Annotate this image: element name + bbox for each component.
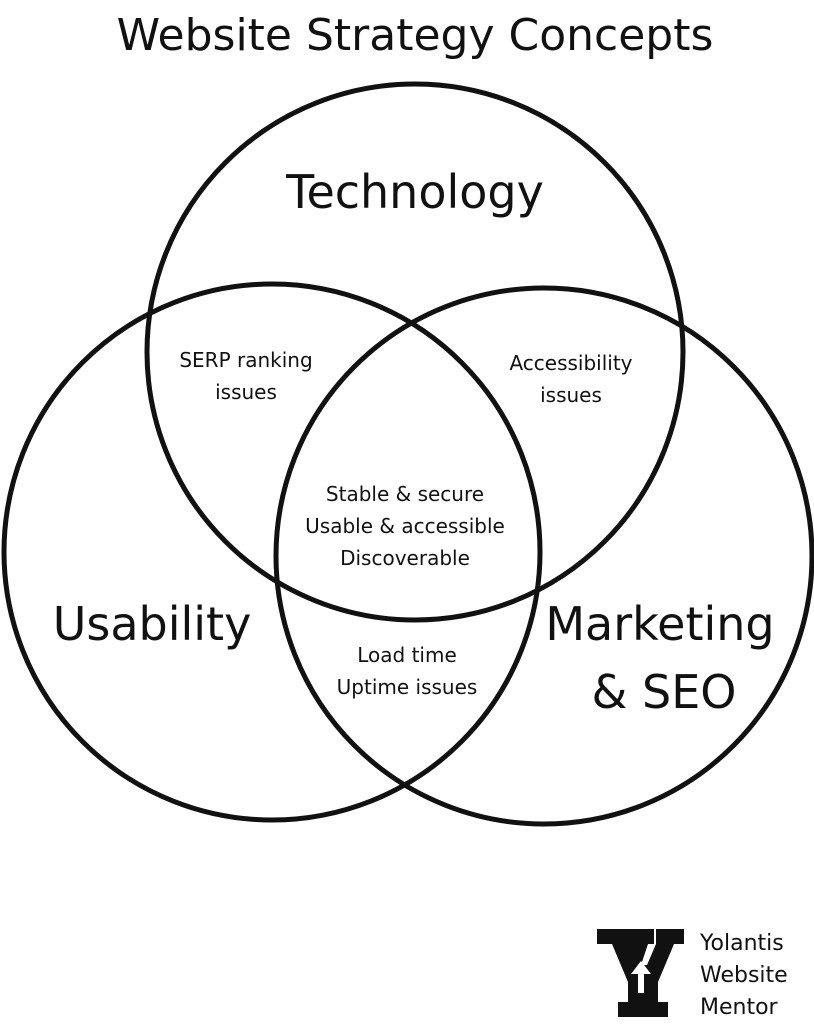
logo-text-line3: Mentor [700,995,779,1020]
overlap-tech-usability-line2: issues [215,380,277,404]
usability-circle [1,281,543,823]
yolantis-logo-icon [597,929,684,1017]
overlap-tech-usability-line1: SERP ranking [179,348,312,372]
overlap-usability-marketing-line1: Load time [357,643,457,667]
center-line2: Usable & accessible [305,514,505,538]
marketing-label-line2: & SEO [592,665,737,719]
logo-text-line2: Website [700,963,788,988]
overlap-usability-marketing-line2: Uptime issues [337,675,478,699]
technology-circle [144,81,686,623]
marketing-label-line1: Marketing [545,597,774,651]
overlap-tech-marketing-line1: Accessibility [509,351,632,375]
center-line3: Discoverable [340,546,470,570]
center-line1: Stable & secure [326,482,484,506]
diagram-title: Website Strategy Concepts [117,10,714,61]
logo-text-line1: Yolantis [699,931,784,956]
usability-label: Usability [53,597,252,651]
marketing-circle [273,285,814,827]
technology-label: Technology [285,165,544,219]
overlap-tech-marketing-line2: issues [540,383,602,407]
